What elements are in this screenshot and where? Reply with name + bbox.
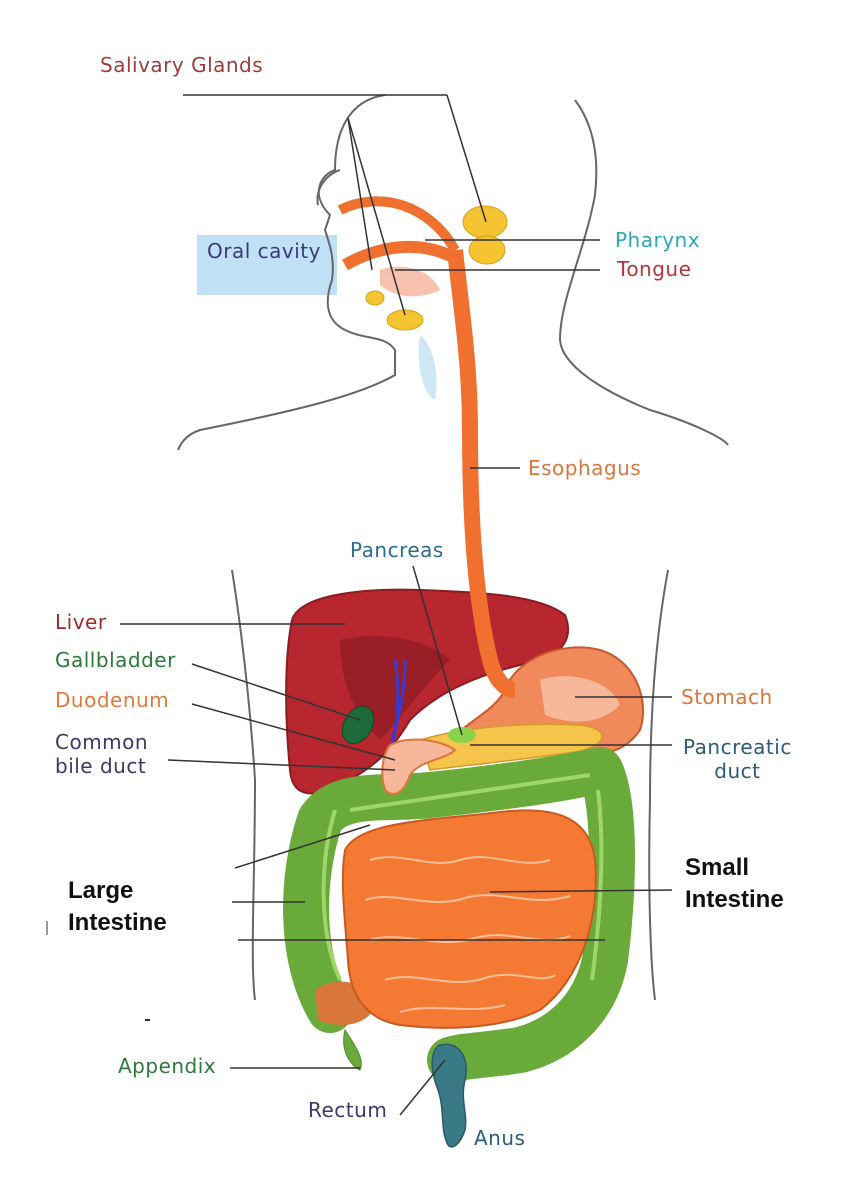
label-pharynx: Pharynx [615,228,700,252]
rectum-organ [432,1044,466,1147]
label-esophagus: Esophagus [528,456,641,480]
label-appendix: Appendix [118,1054,216,1078]
label-rectum: Rectum [308,1098,387,1122]
label-stomach: Stomach [681,685,773,709]
label-gallbladder: Gallbladder [55,648,176,672]
label-common-bile-duct: Common bile duct [55,730,148,778]
label-oral-cavity: Oral cavity [207,239,321,263]
label-pancreatic-duct: Pancreatic duct [683,735,792,783]
label-tongue: Tongue [617,257,691,281]
label-salivary-glands: Salivary Glands [100,53,263,77]
label-pancreas: Pancreas [350,538,444,562]
label-liver: Liver [55,610,107,634]
label-duodenum: Duodenum [55,688,169,712]
label-small-intestine: Small Intestine [685,852,784,917]
label-large-intestine: Large Intestine [68,875,167,940]
small-intestine-organ [343,810,596,1027]
label-anus: Anus [474,1126,525,1150]
